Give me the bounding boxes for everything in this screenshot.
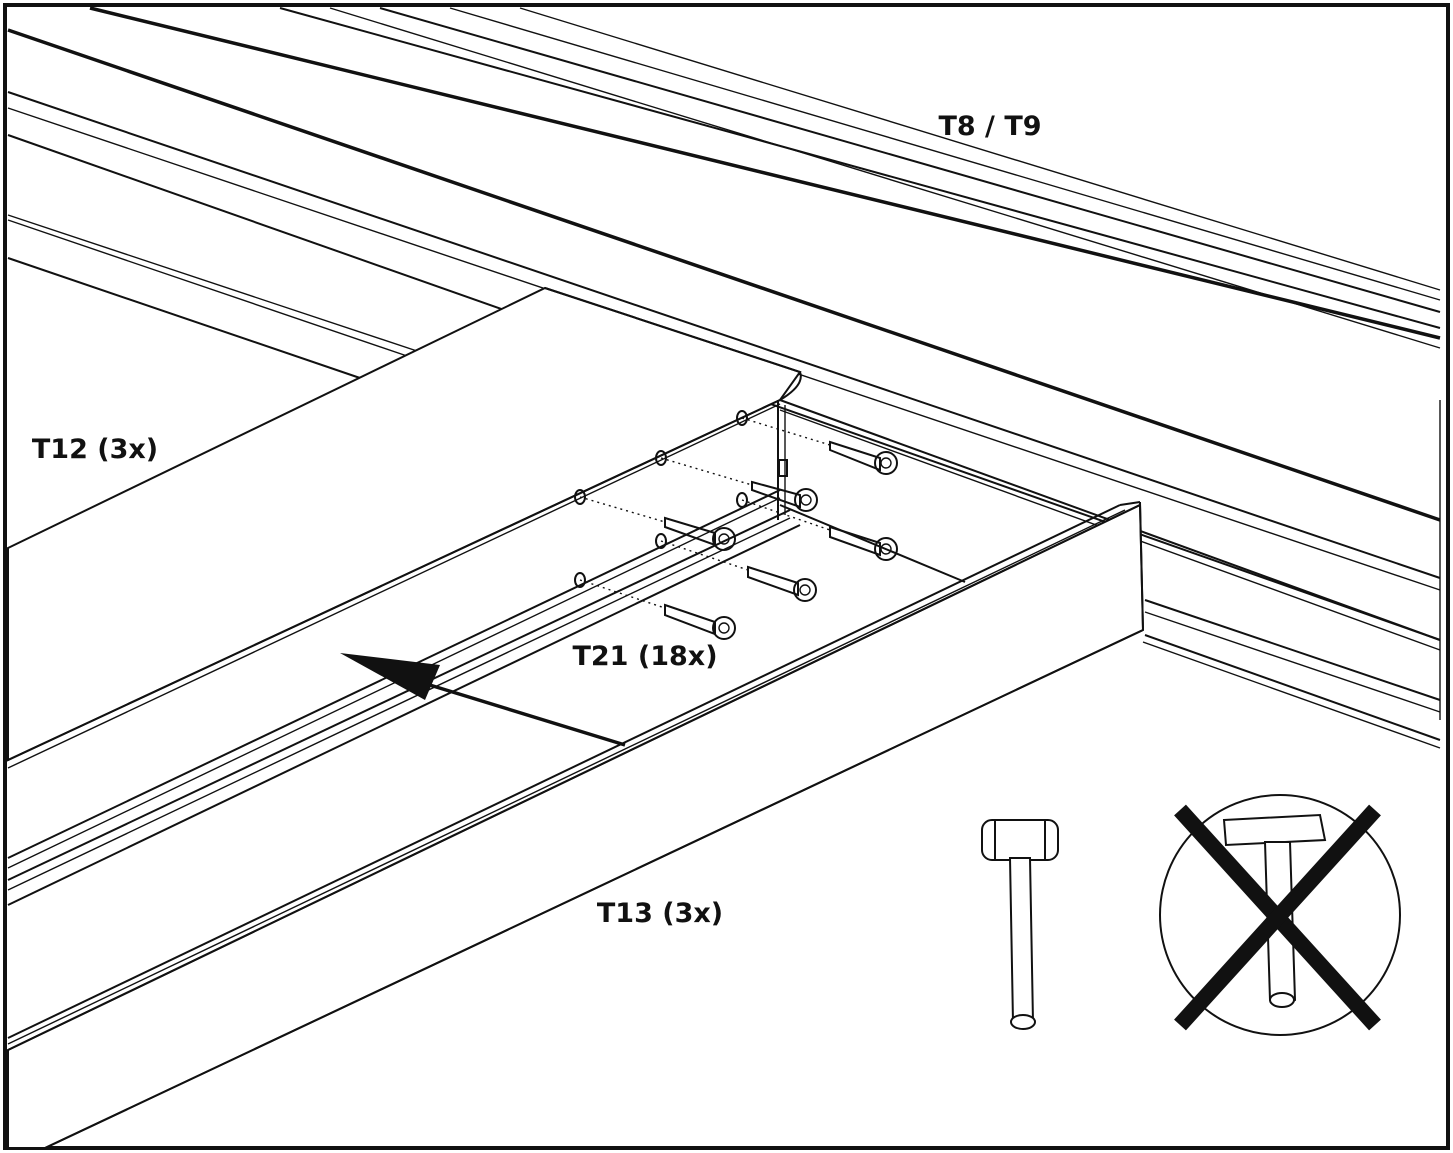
label-board: T13 (3x): [597, 898, 723, 929]
label-panel: T12 (3x): [32, 434, 158, 465]
screw: [579, 496, 736, 551]
steel-hammer-prohibited-icon: [1159, 794, 1401, 1036]
screws-t21: [579, 417, 898, 640]
label-rails: T8 / T9: [938, 111, 1041, 142]
slide-direction-arrow: [340, 653, 626, 747]
screw: [660, 457, 818, 512]
rubber-mallet-icon: [981, 819, 1059, 1030]
panel-t12: [7, 286, 802, 906]
screw: [660, 540, 817, 602]
label-screws: T21 (18x): [572, 641, 717, 672]
board-t13: [7, 501, 1441, 1149]
frame-border: [3, 3, 1450, 1150]
top-rails: [7, 6, 1441, 741]
screw: [741, 499, 898, 561]
screw: [741, 417, 898, 475]
screw: [579, 579, 736, 640]
